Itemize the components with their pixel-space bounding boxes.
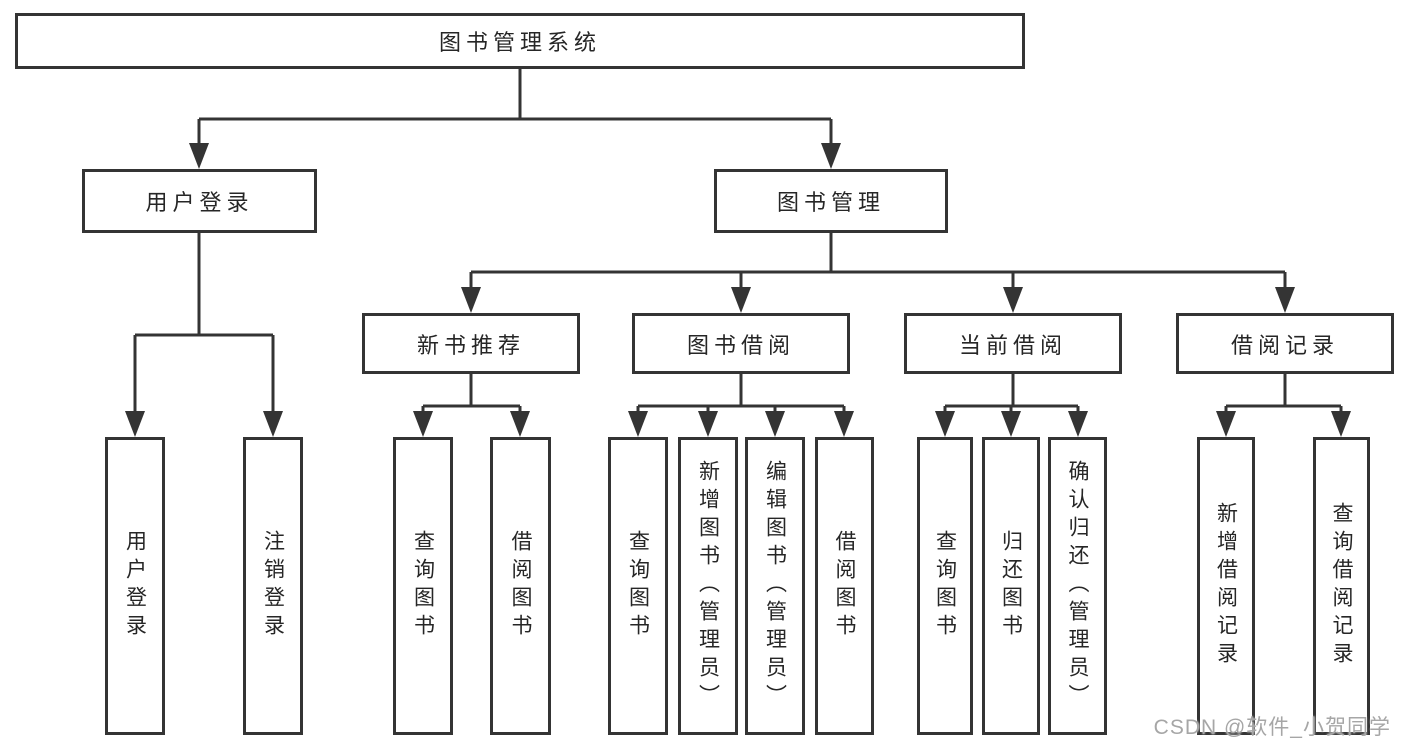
leaf-add-borrow-record-label: 新增借阅记录	[1214, 502, 1238, 670]
leaf-user-login: 用户登录	[105, 437, 165, 735]
leaf-confirm-return-admin-label: 确认归还（管理员）	[1066, 460, 1090, 712]
leaf-borrow-books: 借阅图书	[815, 437, 874, 735]
leaf-borrow-books-recommend-label: 借阅图书	[509, 530, 533, 642]
leaf-edit-book-admin-label: 编辑图书（管理员）	[763, 460, 787, 712]
leaf-logout-label: 注销登录	[261, 530, 285, 642]
leaf-add-borrow-record: 新增借阅记录	[1197, 437, 1255, 735]
leaf-borrow-books-recommend: 借阅图书	[490, 437, 551, 735]
leaf-query-borrow-record-label: 查询借阅记录	[1330, 502, 1354, 670]
node-root: 图书管理系统	[15, 13, 1025, 69]
leaf-add-book-admin-label: 新增图书（管理员）	[696, 460, 720, 712]
leaf-return-book-label: 归还图书	[999, 530, 1023, 642]
leaf-query-books-recommend-label: 查询图书	[411, 530, 435, 642]
node-book-management: 图书管理	[714, 169, 948, 233]
leaf-user-login-label: 用户登录	[123, 530, 147, 642]
node-user-login: 用户登录	[82, 169, 317, 233]
leaf-return-book: 归还图书	[982, 437, 1040, 735]
leaf-add-book-admin: 新增图书（管理员）	[678, 437, 738, 735]
node-book-borrowing: 图书借阅	[632, 313, 850, 374]
node-current-borrowing-label: 当前借阅	[958, 332, 1067, 358]
leaf-query-books-current: 查询图书	[917, 437, 973, 735]
node-current-borrowing: 当前借阅	[904, 313, 1122, 374]
leaf-borrow-books-label: 借阅图书	[833, 530, 857, 642]
watermark: CSDN @软件_小贺同学	[1153, 716, 1391, 739]
node-new-book-recommendation-label: 新书推荐	[416, 332, 525, 358]
arrowheads	[125, 143, 1351, 437]
leaf-query-books-borrow: 查询图书	[608, 437, 668, 735]
node-book-management-label: 图书管理	[776, 190, 885, 215]
node-borrowing-records: 借阅记录	[1176, 313, 1394, 374]
node-root-label: 图书管理系统	[438, 30, 601, 55]
leaf-edit-book-admin: 编辑图书（管理员）	[745, 437, 805, 735]
leaf-query-borrow-record: 查询借阅记录	[1313, 437, 1370, 735]
node-book-borrowing-label: 图书借阅	[686, 332, 795, 358]
node-user-login-label: 用户登录	[145, 190, 254, 215]
leaf-query-books-borrow-label: 查询图书	[626, 530, 650, 642]
leaf-query-books-recommend: 查询图书	[393, 437, 453, 735]
leaf-query-books-current-label: 查询图书	[933, 530, 957, 642]
node-borrowing-records-label: 借阅记录	[1230, 332, 1339, 358]
leaf-confirm-return-admin: 确认归还（管理员）	[1048, 437, 1107, 735]
leaf-logout: 注销登录	[243, 437, 303, 735]
node-new-book-recommendation: 新书推荐	[362, 313, 580, 374]
